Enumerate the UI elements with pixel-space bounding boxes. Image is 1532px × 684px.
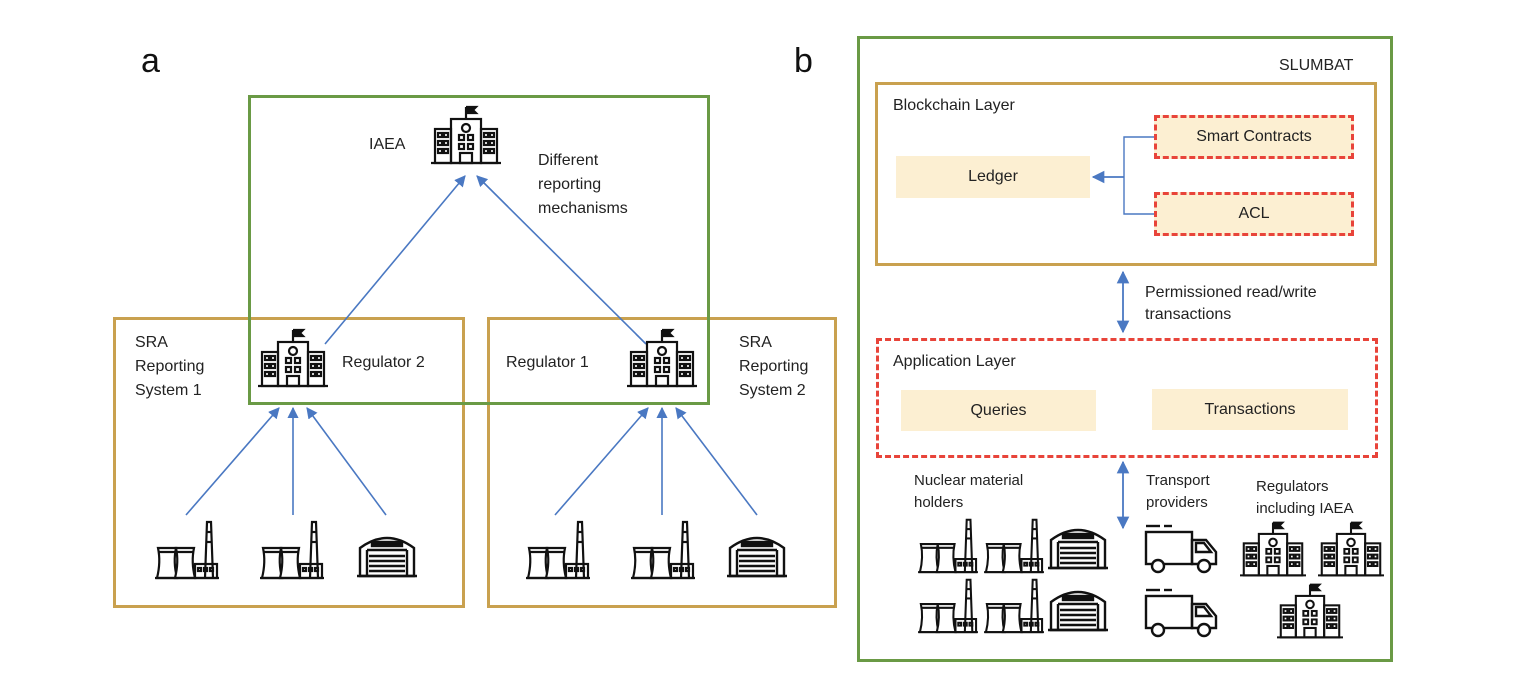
sra1-label-line-3: System 1 <box>135 382 202 399</box>
sra1-label-line-2: Reporting <box>135 358 205 375</box>
regulator-building-icon <box>1277 582 1343 640</box>
regulators-line-1: Regulators <box>1256 478 1329 495</box>
slumbat-title: SLUMBAT <box>1279 57 1354 74</box>
delivery-truck-icon <box>1144 586 1220 638</box>
blockchain-layer-label: Blockchain Layer <box>893 97 1015 114</box>
permission-note-line-2: transactions <box>1145 306 1232 323</box>
ledger-chip: Ledger <box>896 156 1090 198</box>
iaea-label: IAEA <box>369 136 406 153</box>
nuclear-plant-icon <box>984 576 1044 634</box>
permission-note-line-1: Permissioned read/write <box>1145 284 1317 301</box>
queries-chip: Queries <box>901 390 1096 431</box>
reporting-note-line-1: Different <box>538 152 599 169</box>
regulator-2-label: Regulator 2 <box>342 354 425 371</box>
blockchain-layer-box <box>875 82 1377 266</box>
acl-chip: ACL <box>1154 192 1354 236</box>
regulators-line-2: including IAEA <box>1256 500 1354 517</box>
warehouse2-to-reg1-arrow <box>675 407 758 516</box>
nuclear-holders-line-2: holders <box>914 494 964 511</box>
regulator-building-icon <box>1318 520 1384 578</box>
transactions-chip: Transactions <box>1152 389 1348 430</box>
delivery-truck-icon <box>1144 522 1220 574</box>
reg1-to-iaea-arrow <box>476 175 647 345</box>
sra1-label-line-1: SRA <box>135 334 168 351</box>
regulator-building-icon <box>1240 520 1306 578</box>
warehouse-icon <box>1048 520 1108 570</box>
sra2-label-line-2: Reporting <box>739 358 809 375</box>
contracts-bracket <box>1123 136 1154 215</box>
application-layer-box <box>876 338 1378 458</box>
slumbat-box <box>857 36 1393 662</box>
nuclear-plant-icon <box>984 516 1044 574</box>
application-layer-label: Application Layer <box>893 353 1016 370</box>
nuclear-plant-icon <box>918 516 978 574</box>
smart-contracts-chip: Smart Contracts <box>1154 115 1354 159</box>
transport-line-1: Transport <box>1146 472 1210 489</box>
reg2-to-iaea-arrow <box>324 175 466 345</box>
plant1-to-reg2-arrow <box>185 407 280 516</box>
sra-system-2-box <box>487 317 837 608</box>
reporting-note-line-2: reporting <box>538 176 602 193</box>
plant3-to-reg1-arrow <box>554 407 649 516</box>
iaea-box <box>248 95 710 405</box>
sra2-label-line-3: System 2 <box>739 382 806 399</box>
panel-b-letter: b <box>794 42 813 80</box>
reporting-note-line-3: mechanisms <box>538 200 628 217</box>
sra-system-1-box <box>113 317 465 608</box>
panel-a-letter: a <box>141 42 160 80</box>
regulator-1-label: Regulator 1 <box>506 354 589 371</box>
nuclear-holders-line-1: Nuclear material <box>914 472 1024 489</box>
warehouse-to-reg2-arrow <box>306 407 387 516</box>
sra2-label-line-1: SRA <box>739 334 772 351</box>
nuclear-plant-icon <box>918 576 978 634</box>
warehouse-icon <box>1048 582 1108 632</box>
transport-line-2: providers <box>1146 494 1208 511</box>
